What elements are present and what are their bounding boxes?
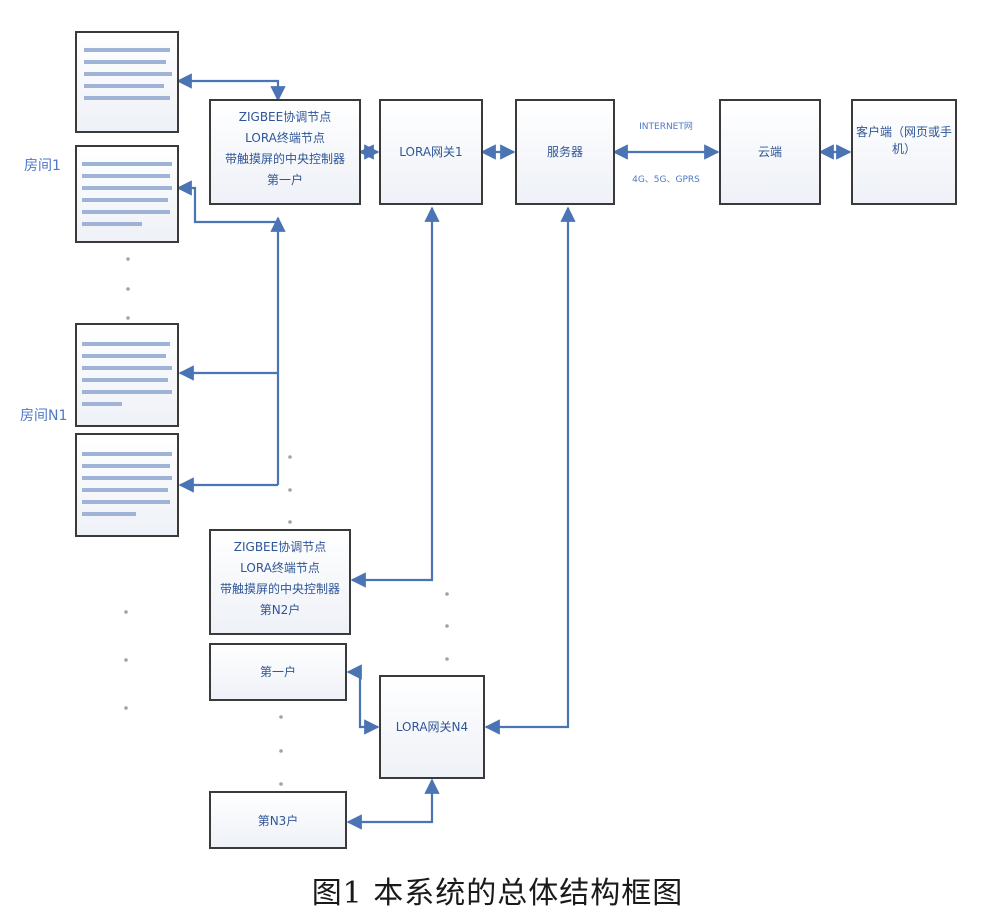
link-gateway1-controller-n2 — [350, 206, 440, 588]
central-controller-house-1: ZIGBEE协调节点 LORA终端节点 带触摸屏的中央控制器 第一户 — [209, 99, 361, 205]
room1-actuator-box — [75, 145, 179, 243]
house-n3-node: 第N3户 — [209, 791, 347, 849]
cloud-label: 云端 — [758, 145, 782, 159]
link-house1-gatewayn4 — [346, 664, 380, 735]
gateway-1-label: LORA网关1 — [399, 145, 462, 159]
room1-sensor-box — [75, 31, 179, 133]
controller-1-line-1: ZIGBEE协调节点 — [239, 109, 331, 124]
room-1-label: 房间1 — [24, 158, 61, 174]
roomn1-actuator-box — [75, 433, 179, 537]
gateway-n4-label: LORA网关N4 — [396, 720, 468, 734]
mobile-link-label: 4G、5G、GPRS — [632, 175, 700, 185]
room1-actuator-list — [82, 162, 172, 226]
cloud-node: 云端 — [719, 99, 821, 205]
link-server-gatewayn4 — [484, 206, 576, 735]
server-label: 服务器 — [547, 144, 583, 159]
controller-1-line-3: 带触摸屏的中央控制器 — [225, 151, 345, 166]
controller-1-line-4: 第一户 — [267, 172, 303, 187]
controller-n2-line-2: LORA终端节点 — [240, 560, 320, 575]
client-node: 客户端（网页或手机） — [851, 99, 957, 205]
house-first-label: 第一户 — [260, 664, 296, 679]
roomn1-sensor-box — [75, 323, 179, 427]
controller-n2-line-3: 带触摸屏的中央控制器 — [220, 581, 340, 596]
central-controller-house-n2: ZIGBEE协调节点 LORA终端节点 带触摸屏的中央控制器 第N2户 — [209, 529, 351, 635]
figure-caption: 图1 本系统的总体结构框图 — [311, 876, 684, 911]
controller-1-line-2: LORA终端节点 — [245, 130, 325, 145]
client-label: 客户端（网页或手机） — [856, 125, 952, 156]
room-n1-label: 房间N1 — [20, 408, 67, 424]
controller-n2-line-4: 第N2户 — [260, 602, 301, 617]
controller-n2-line-1: ZIGBEE协调节点 — [234, 539, 326, 554]
house-first-node: 第一户 — [209, 643, 347, 701]
link-room1-actuators-controller — [176, 180, 278, 224]
ellipsis-dots — [124, 257, 449, 786]
room1-sensor-list — [84, 48, 172, 100]
internet-link-label: INTERNET网 — [639, 121, 693, 132]
connectors — [176, 73, 852, 830]
server-node: 服务器 — [515, 99, 615, 205]
roomn1-sensor-list — [82, 342, 172, 406]
lora-gateway-1: LORA网关1 — [379, 99, 483, 205]
house-n3-label: 第N3户 — [258, 813, 299, 828]
link-housen3-gatewayn4 — [346, 778, 440, 830]
roomn1-actuator-list — [82, 452, 172, 516]
link-room1-sensors-controller — [176, 73, 286, 102]
lora-gateway-n4: LORA网关N4 — [379, 675, 485, 779]
